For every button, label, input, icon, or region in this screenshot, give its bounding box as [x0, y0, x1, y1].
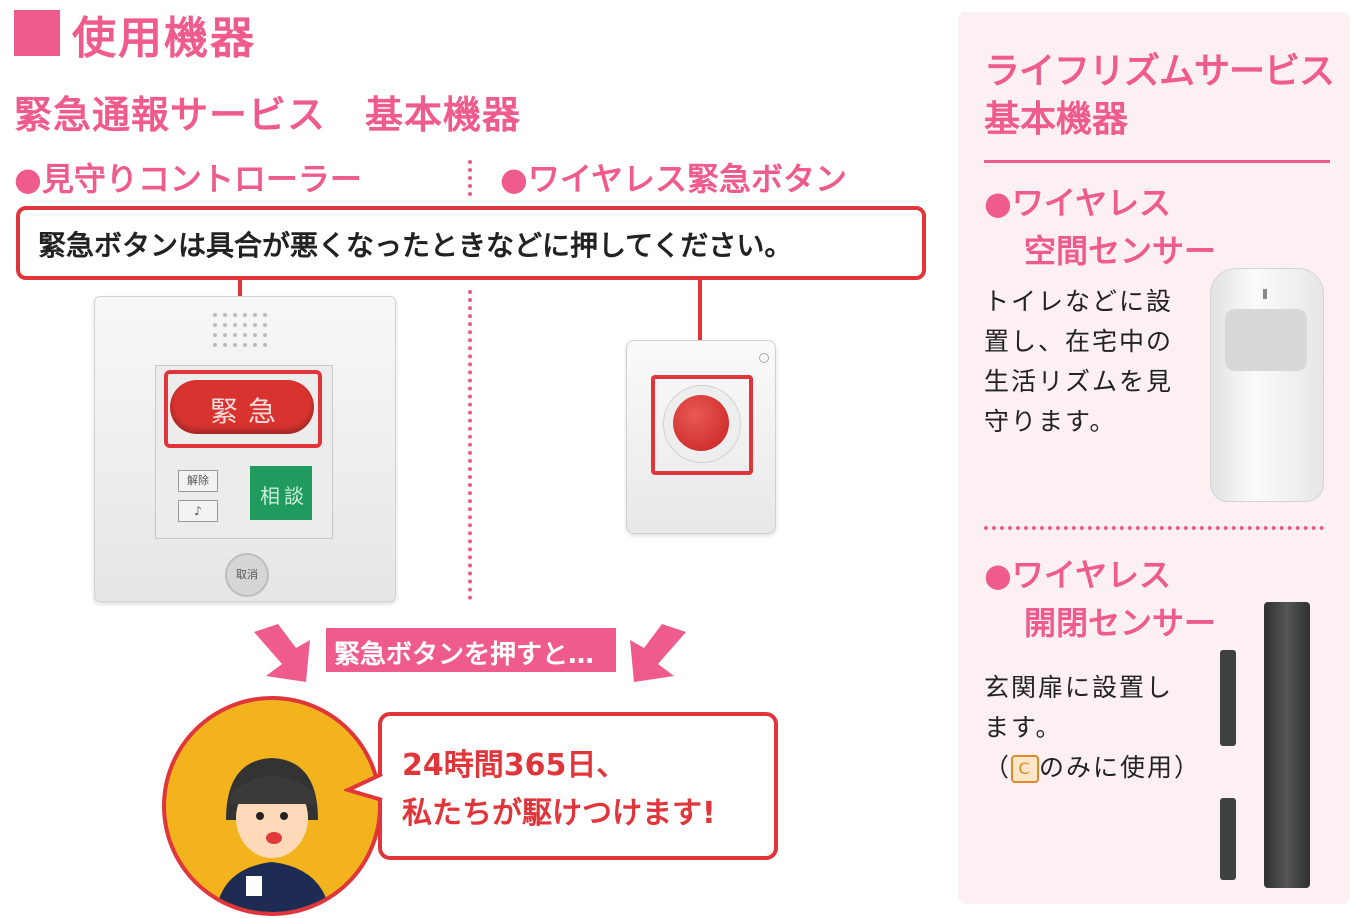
sensor2-title-1: ●ワイヤレス [984, 556, 1171, 594]
door-sensor-magnet [1220, 650, 1236, 746]
side-key-release-text: 解除 [187, 474, 209, 487]
door-sensor-magnet-lower [1220, 798, 1236, 880]
motion-sensor-led-icon [1263, 289, 1267, 299]
sensor2-desc-line: 玄関扉に設置し [984, 673, 1174, 702]
side-key-release[interactable]: 解除 [178, 470, 218, 492]
sensor2-note-open: （ [984, 753, 1012, 782]
sensor1-title-1: ●ワイヤレス [984, 184, 1171, 222]
column-divider [468, 290, 472, 600]
panel-heading-1: ライフリズムサービス [984, 51, 1335, 92]
sensor1-desc-line: トイレなどに設 [984, 287, 1174, 316]
sensor2-title-2: 開閉センサー [1024, 604, 1217, 642]
speech-line-2: 私たちが駆けつけます! [402, 796, 716, 831]
consult-button-text: 相談 [260, 484, 308, 508]
sensor1-desc-line: 生活リズムを見 [984, 367, 1174, 396]
button-label: ●ワイヤレス緊急ボタン [500, 160, 847, 198]
sensor1-desc-line: 守ります。 [984, 407, 1117, 436]
controller-label: ●見守りコントローラー [14, 160, 362, 198]
label-divider [468, 160, 472, 196]
pointer-line-button [698, 276, 702, 376]
speaker-grill-icon [213, 313, 267, 347]
emergency-button-highlight [164, 370, 322, 448]
panel-divider [984, 160, 1330, 163]
side-key-music[interactable]: ♪ [178, 500, 218, 522]
life-rhythm-panel: ライフリズムサービス 基本機器 ●ワイヤレス 空間センサー トイレなどに設 置し… [958, 12, 1350, 904]
press-banner: 緊急ボタンを押すと… [326, 628, 616, 672]
motion-sensor-lens [1225, 309, 1307, 371]
cancel-button[interactable]: 取消 [225, 553, 269, 597]
panel-dotted-divider [984, 526, 1324, 530]
cancel-button-text: 取消 [236, 568, 258, 581]
indicator-led-icon [759, 353, 769, 363]
door-sensor-body [1264, 602, 1310, 888]
arrow-down-right-icon [254, 624, 310, 682]
speech-bubble: 24時間365日、 私たちが駆けつけます! [378, 712, 778, 860]
sensor1-desc: トイレなどに設 置し、在宅中の 生活リズムを見 守ります。 [984, 282, 1173, 442]
service-heading: 緊急通報サービス 基本機器 [14, 93, 522, 137]
sensor1-desc-line: 置し、在宅中の [984, 327, 1174, 356]
sensor1-title-2: 空間センサー [1024, 232, 1217, 270]
motion-sensor-device [1210, 268, 1324, 502]
emergency-button-text: 緊急 [210, 395, 287, 428]
wireless-emergency-button[interactable] [673, 395, 729, 451]
press-banner-text: 緊急ボタンを押すと… [334, 640, 595, 670]
instruction-text: 緊急ボタンは具合が悪くなったときなどに押してください。 [38, 229, 793, 262]
section-title-marker [14, 10, 60, 56]
panel-heading-2: 基本機器 [984, 99, 1129, 140]
wireless-button-highlight [651, 375, 753, 475]
controller-panel: 緊急 解除 ♪ 相談 [155, 365, 333, 539]
emergency-button[interactable]: 緊急 [170, 380, 314, 434]
speech-bubble-tail [344, 772, 383, 802]
instruction-box: 緊急ボタンは具合が悪くなったときなどに押してください。 [16, 206, 926, 280]
sensor2-note-text: のみに使用） [1039, 753, 1202, 782]
guard-illustration-icon [216, 758, 330, 912]
sensor2-desc-line: ます。 [984, 713, 1063, 742]
controller-device: 緊急 解除 ♪ 相談 取消 [94, 296, 396, 602]
plan-c-badge: C [1011, 755, 1040, 783]
section-title: 使用機器 [72, 13, 256, 64]
wireless-button-device [626, 340, 776, 534]
speech-line-1: 24時間365日、 [402, 748, 627, 783]
arrow-down-left-icon [630, 624, 686, 682]
consult-button[interactable]: 相談 [250, 466, 312, 520]
side-key-music-text: ♪ [194, 504, 202, 518]
